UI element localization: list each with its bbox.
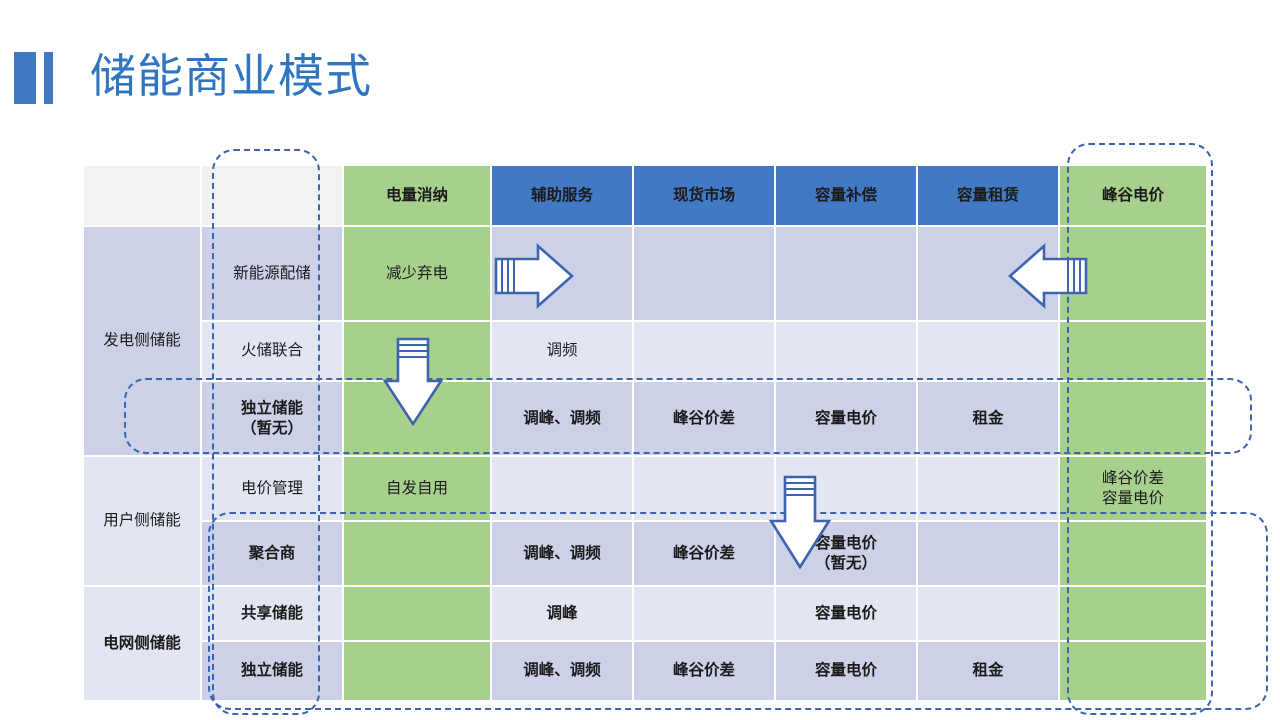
title-bar-thin bbox=[44, 52, 53, 104]
cell-r4-c0 bbox=[342, 520, 492, 587]
cell-r2-c5 bbox=[1058, 380, 1208, 457]
table-row: 电网侧储能 共享储能 调峰 容量电价 bbox=[82, 585, 1208, 702]
cell-r0-c1 bbox=[490, 225, 634, 322]
header-blank-sub bbox=[200, 164, 344, 227]
table-row: 用户侧储能 电价管理 自发自用 峰谷价差 容量电价 bbox=[82, 455, 1208, 587]
header-col-peak-valley-price: 峰谷电价 bbox=[1058, 164, 1208, 227]
sub-label-price-management: 电价管理 bbox=[200, 455, 344, 522]
header-col-capacity-lease: 容量租赁 bbox=[916, 164, 1060, 227]
cell-r2-c3: 容量电价 bbox=[774, 380, 918, 457]
sub-label-aggregator: 聚合商 bbox=[200, 520, 344, 587]
cell-r4-c5 bbox=[1058, 520, 1208, 587]
cell-r1-c0 bbox=[342, 320, 492, 382]
cell-r3-c2 bbox=[632, 455, 776, 522]
cell-r0-c5 bbox=[1058, 225, 1208, 322]
header-col-ancillary-service: 辅助服务 bbox=[490, 164, 634, 227]
cell-r1-c1: 调频 bbox=[490, 320, 634, 382]
sub-label-new-energy-storage: 新能源配储 bbox=[200, 225, 344, 322]
table-header-row: 电量消纳 辅助服务 现货市场 容量补偿 容量租赁 峰谷电价 bbox=[82, 164, 1208, 227]
sub-label-shared-storage: 共享储能 bbox=[200, 585, 344, 642]
cell-r4-c2: 峰谷价差 bbox=[632, 520, 776, 587]
cell-r1-c4 bbox=[916, 320, 1060, 382]
header-col-electricity-consumption: 电量消纳 bbox=[342, 164, 492, 227]
page-title: 储能商业模式 bbox=[90, 49, 372, 103]
cell-r5-c1: 调峰 bbox=[490, 585, 634, 642]
cell-r6-c5 bbox=[1058, 640, 1208, 702]
group-label-generation-side: 发电侧储能 bbox=[82, 225, 202, 457]
cell-r0-c4 bbox=[916, 225, 1060, 322]
cell-r2-c2: 峰谷价差 bbox=[632, 380, 776, 457]
cell-r2-c0 bbox=[342, 380, 492, 457]
cell-r1-c3 bbox=[774, 320, 918, 382]
cell-r5-c0 bbox=[342, 585, 492, 642]
title-bar-thick bbox=[14, 52, 36, 104]
group-label-grid-side: 电网侧储能 bbox=[82, 585, 202, 702]
cell-r3-c0: 自发自用 bbox=[342, 455, 492, 522]
cell-r6-c2: 峰谷价差 bbox=[632, 640, 776, 702]
cell-r2-c4: 租金 bbox=[916, 380, 1060, 457]
cell-r3-c1 bbox=[490, 455, 634, 522]
cell-r1-c2 bbox=[632, 320, 776, 382]
cell-r5-c3: 容量电价 bbox=[774, 585, 918, 642]
title-accent-bars bbox=[14, 52, 53, 104]
cell-r6-c4: 租金 bbox=[916, 640, 1060, 702]
cell-r2-c1: 调峰、调频 bbox=[490, 380, 634, 457]
cell-r5-c5 bbox=[1058, 585, 1208, 642]
cell-r3-c5: 峰谷价差 容量电价 bbox=[1058, 455, 1208, 522]
cell-r5-c2 bbox=[632, 585, 776, 642]
sub-label-thermal-storage: 火储联合 bbox=[200, 320, 344, 382]
header-blank-group bbox=[82, 164, 202, 227]
cell-r6-c3: 容量电价 bbox=[774, 640, 918, 702]
table-row: 独立储能 调峰、调频 峰谷价差 容量电价 租金 bbox=[83, 640, 1208, 702]
cell-r3-c4 bbox=[916, 455, 1060, 522]
table-row: 火储联合 调频 bbox=[83, 320, 1208, 382]
cell-r6-c1: 调峰、调频 bbox=[490, 640, 634, 702]
header-col-capacity-compensation: 容量补偿 bbox=[774, 164, 918, 227]
cell-r0-c0: 减少弃电 bbox=[342, 225, 492, 322]
cell-r0-c3 bbox=[774, 225, 918, 322]
cell-r4-c1: 调峰、调频 bbox=[490, 520, 634, 587]
cell-r6-c0 bbox=[342, 640, 492, 702]
cell-r5-c4 bbox=[916, 585, 1060, 642]
table-row: 独立储能 （暂无） 调峰、调频 峰谷价差 容量电价 租金 bbox=[83, 380, 1208, 457]
cell-r3-c3 bbox=[774, 455, 918, 522]
cell-r0-c2 bbox=[632, 225, 776, 322]
table-row: 聚合商 调峰、调频 峰谷价差 容量电价 （暂无） bbox=[83, 520, 1208, 587]
sub-label-independent-storage: 独立储能 bbox=[200, 640, 344, 702]
header-col-spot-market: 现货市场 bbox=[632, 164, 776, 227]
business-model-matrix: 电量消纳 辅助服务 现货市场 容量补偿 容量租赁 峰谷电价 发电侧储能 新能源配… bbox=[82, 164, 1208, 702]
table-row: 发电侧储能 新能源配储 减少弃电 bbox=[82, 225, 1208, 457]
title-bar-gap bbox=[36, 52, 44, 104]
cell-r1-c5 bbox=[1058, 320, 1208, 382]
sub-label-independent-storage-none: 独立储能 （暂无） bbox=[200, 380, 344, 457]
cell-r4-c3: 容量电价 （暂无） bbox=[774, 520, 918, 587]
group-label-user-side: 用户侧储能 bbox=[82, 455, 202, 587]
cell-r4-c4 bbox=[916, 520, 1060, 587]
